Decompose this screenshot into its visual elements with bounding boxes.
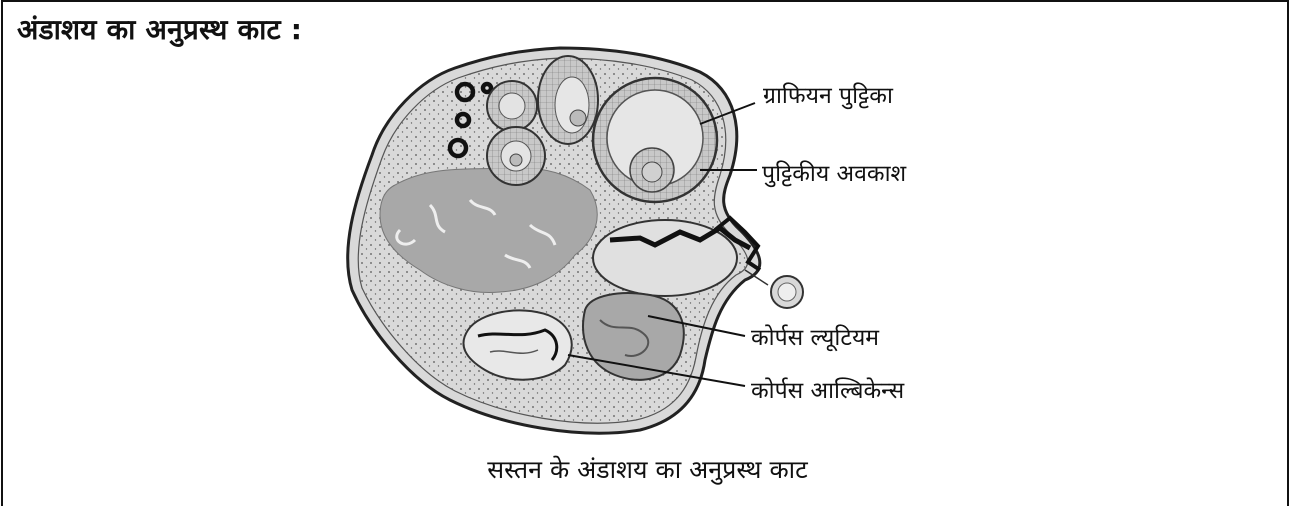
label-corpus-albicans: कोर्पस आल्बिकेन्स	[751, 373, 904, 405]
label-graafian-follicle: ग्राफियन पुट्टिका	[763, 78, 893, 110]
figure-caption: सस्तन के अंडाशय का अनुप्रस्थ काट	[0, 452, 1295, 486]
label-follicular-antrum: पुट्टिकीय अवकाश	[762, 156, 906, 188]
graafian-follicle	[593, 78, 717, 202]
label-corpus-luteum: कोर्पस ल्यूटियम	[751, 320, 879, 352]
